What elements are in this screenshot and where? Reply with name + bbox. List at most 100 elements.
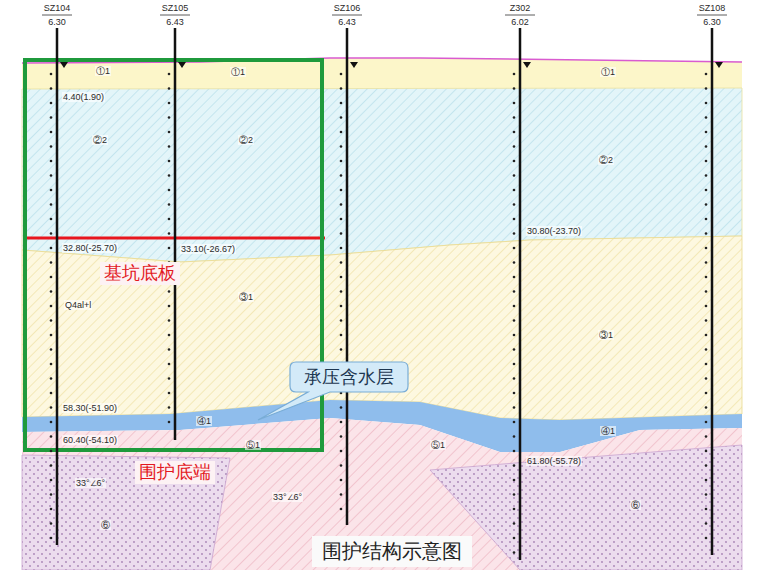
depth-tick <box>513 406 516 409</box>
silt-layer <box>22 236 742 420</box>
depth-tick <box>168 421 171 424</box>
depth-tick <box>50 377 53 380</box>
depth-tick <box>705 276 708 279</box>
depth-tick <box>168 232 171 235</box>
depth-tick <box>50 493 53 496</box>
depth-tick <box>168 334 171 337</box>
soil-annotation: Z302 <box>509 3 532 13</box>
depth-tick <box>340 73 343 76</box>
depth-tick <box>50 392 53 395</box>
depth-tick <box>513 334 516 337</box>
soil-annotation: ②2 <box>238 135 254 145</box>
soil-annotation: 30.80(-23.70) <box>526 226 582 236</box>
depth-tick <box>50 522 53 525</box>
lower-clay-layer <box>22 418 742 570</box>
header-rule <box>697 15 727 16</box>
depth-tick <box>513 247 516 250</box>
depth-tick <box>168 218 171 221</box>
soil-annotation: 6.30 <box>702 17 722 27</box>
depth-tick <box>705 131 708 134</box>
depth-tick <box>705 247 708 250</box>
depth-tick <box>50 537 53 540</box>
depth-tick <box>513 377 516 380</box>
depth-tick <box>513 348 516 351</box>
depth-tick <box>50 348 53 351</box>
depth-tick <box>50 247 53 250</box>
soil-annotation: 4.40(1.90) <box>62 92 105 102</box>
borehole-line <box>174 28 177 440</box>
soil-annotation: ⑥ <box>630 500 641 510</box>
depth-tick <box>340 334 343 337</box>
soil-annotation: ③1 <box>598 330 614 340</box>
soil-annotation: 33°∠6° <box>272 492 303 502</box>
depth-tick <box>50 203 53 206</box>
depth-tick <box>50 276 53 279</box>
soil-annotation: 33.10(-26.67) <box>180 244 236 254</box>
depth-tick <box>340 319 343 322</box>
depth-tick <box>705 522 708 525</box>
depth-tick <box>50 421 53 424</box>
depth-tick <box>168 87 171 90</box>
depth-tick <box>50 508 53 511</box>
depth-tick <box>705 479 708 482</box>
depth-tick <box>705 73 708 76</box>
depth-tick <box>705 218 708 221</box>
depth-tick <box>705 232 708 235</box>
soil-annotation: Q4al+l <box>64 300 92 310</box>
depth-tick <box>50 232 53 235</box>
soil-annotation: ②2 <box>598 155 614 165</box>
depth-tick <box>50 160 53 163</box>
depth-tick <box>50 464 53 467</box>
depth-tick <box>168 377 171 380</box>
soil-annotation: 60.40(-54.10) <box>62 435 118 445</box>
depth-tick <box>50 261 53 264</box>
depth-tick <box>168 116 171 119</box>
depth-tick <box>340 493 343 496</box>
soil-annotation: SZ105 <box>161 3 190 13</box>
depth-tick <box>50 174 53 177</box>
depth-tick <box>705 290 708 293</box>
depth-tick <box>50 363 53 366</box>
depth-tick <box>513 305 516 308</box>
depth-tick <box>168 73 171 76</box>
depth-tick <box>340 464 343 467</box>
depth-tick <box>340 290 343 293</box>
fill-layer <box>22 58 742 89</box>
depth-tick <box>513 290 516 293</box>
depth-tick <box>340 261 343 264</box>
retaining-wall <box>25 60 322 450</box>
depth-tick <box>50 73 53 76</box>
borehole-line <box>711 28 714 555</box>
depth-tick <box>168 203 171 206</box>
depth-tick <box>705 305 708 308</box>
depth-tick <box>168 363 171 366</box>
depth-tick <box>340 276 343 279</box>
depth-tick <box>513 145 516 148</box>
depth-tick <box>50 334 53 337</box>
depth-tick <box>50 290 53 293</box>
callout-label: 基坑底板 <box>100 262 180 285</box>
depth-tick <box>513 189 516 192</box>
depth-tick <box>705 421 708 424</box>
depth-tick <box>513 537 516 540</box>
sand-layer <box>430 445 742 570</box>
depth-tick <box>705 102 708 105</box>
depth-tick <box>513 203 516 206</box>
depth-tick <box>513 73 516 76</box>
depth-tick <box>513 464 516 467</box>
soil-annotation: 58.30(-51.90) <box>62 403 118 413</box>
depth-tick <box>50 319 53 322</box>
callout-bubble: 承压含水层 <box>290 362 408 392</box>
depth-tick <box>705 493 708 496</box>
depth-tick <box>705 392 708 395</box>
depth-tick <box>705 116 708 119</box>
depth-tick <box>340 218 343 221</box>
depth-tick <box>513 392 516 395</box>
callout-text: 承压含水层 <box>290 362 408 392</box>
depth-tick <box>168 145 171 148</box>
depth-tick <box>513 522 516 525</box>
depth-tick <box>168 160 171 163</box>
depth-tick <box>340 102 343 105</box>
water-level-symbol <box>715 62 723 68</box>
